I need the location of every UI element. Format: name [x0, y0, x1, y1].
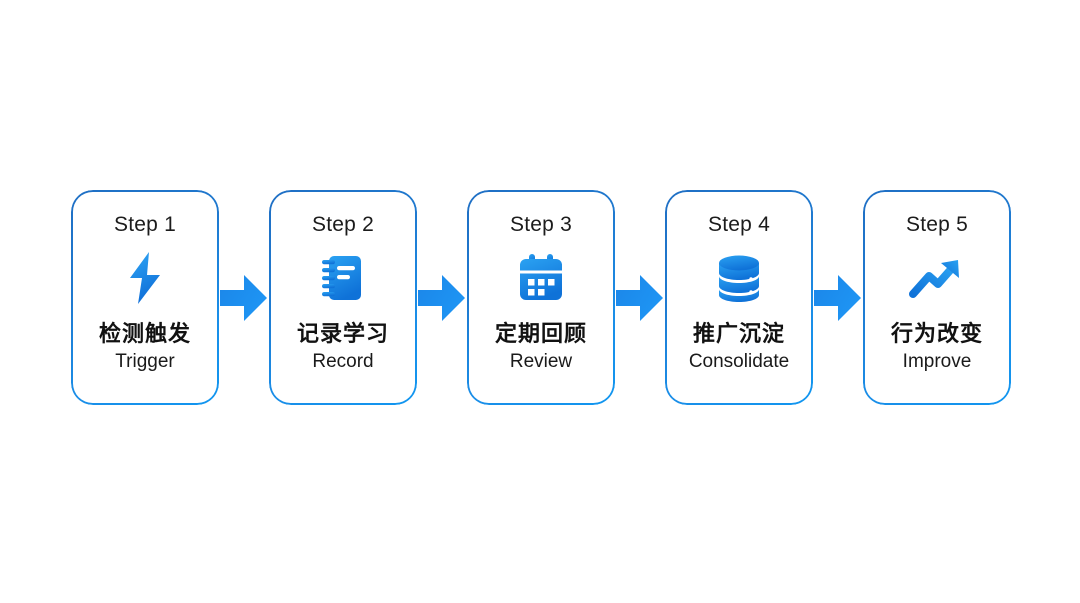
step-title-cn: 检测触发 [98, 321, 191, 346]
notebook-icon [315, 250, 371, 306]
step-title-cn: 记录学习 [296, 321, 389, 346]
step-card-3[interactable]: Step 3 [467, 190, 615, 405]
step-number-label: Step 5 [906, 213, 968, 236]
step-card-2[interactable]: Step 2 [269, 190, 417, 405]
step-title-en: Trigger [115, 351, 175, 372]
trending-up-arrow-icon [909, 250, 965, 306]
process-flow: Step 1 检测触发 Trigger [71, 190, 1011, 405]
step-number-label: Step 4 [708, 213, 770, 236]
step-number-label: Step 3 [510, 213, 572, 236]
step-title-en: Improve [902, 351, 972, 372]
calendar-icon [513, 250, 569, 306]
right-block-arrow-icon-3 [615, 190, 665, 405]
database-icon [711, 250, 767, 306]
right-block-arrow-icon-4 [813, 190, 863, 405]
step-title-en: Review [509, 351, 573, 372]
step-title-en: Consolidate [688, 351, 790, 372]
step-number-label: Step 2 [312, 213, 374, 236]
step-title-cn: 定期回顾 [494, 321, 587, 346]
right-block-arrow-icon-2 [417, 190, 467, 405]
right-block-arrow-icon-1 [219, 190, 269, 405]
step-card-1[interactable]: Step 1 检测触发 Trigger [71, 190, 219, 405]
step-title-cn: 行为改变 [890, 321, 983, 346]
step-title-en: Record [312, 351, 374, 372]
step-card-4[interactable]: Step 4 推广沉淀 [665, 190, 813, 405]
step-number-label: Step 1 [114, 213, 176, 236]
step-card-5[interactable]: Step 5 行为改变 Improve [863, 190, 1011, 405]
step-title-cn: 推广沉淀 [692, 321, 785, 346]
lightning-bolt-icon [117, 250, 173, 306]
